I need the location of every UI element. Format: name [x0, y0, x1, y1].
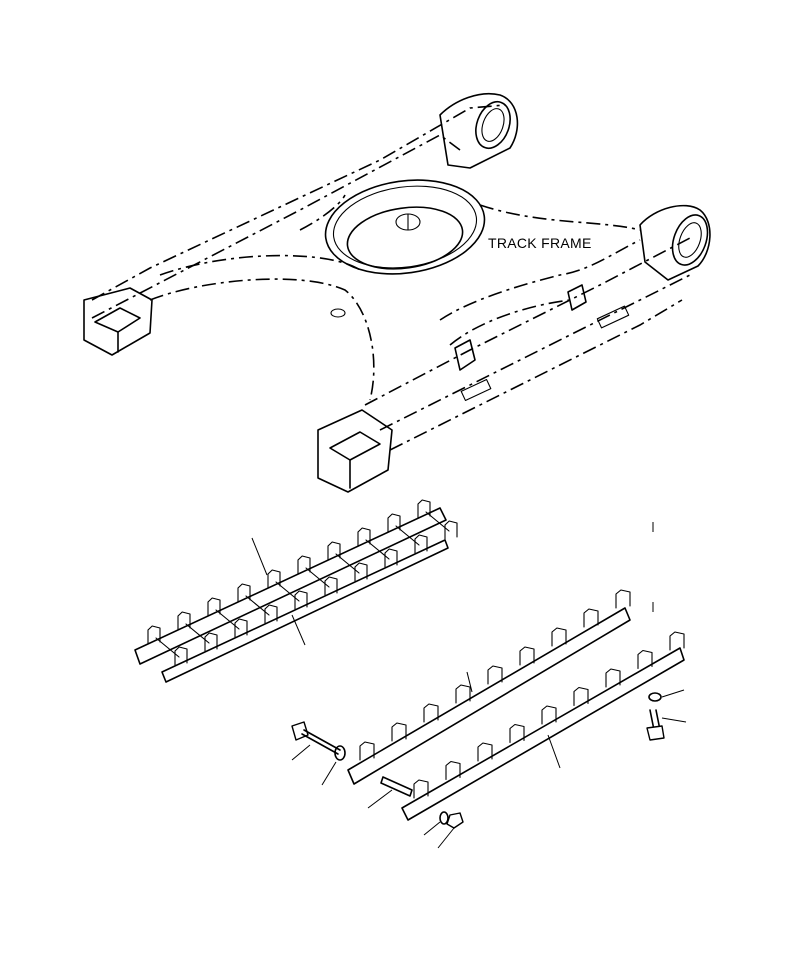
track-frame — [83, 92, 711, 493]
guard-tooth — [487, 665, 503, 685]
guard-tooth — [541, 705, 557, 725]
pin — [367, 776, 413, 809]
guard-tooth — [357, 527, 371, 547]
guard-tooth — [147, 625, 161, 645]
guard-tooth — [637, 649, 653, 670]
washer — [321, 745, 346, 786]
side-bolt — [646, 709, 687, 741]
track-frame-label: TRACK FRAME — [488, 235, 592, 251]
guard-rung — [335, 553, 360, 574]
guard-tooth — [519, 646, 535, 666]
track-guard-assembly — [134, 499, 458, 683]
guard-rung — [365, 539, 390, 560]
guard-tooth — [417, 499, 431, 519]
track-guard-right — [401, 631, 685, 821]
guard-tooth — [605, 668, 621, 688]
guard-tooth — [509, 723, 525, 744]
guard-rung — [305, 567, 330, 588]
guard-tooth — [294, 590, 308, 610]
guard-tooth — [234, 618, 248, 638]
guard-tooth — [207, 597, 221, 617]
guard-tooth — [297, 555, 311, 575]
guard-rung — [155, 637, 180, 658]
long-bolt — [291, 721, 341, 761]
guard-tooth — [414, 534, 428, 554]
guard-tooth — [477, 742, 493, 762]
guard-tooth — [237, 583, 251, 603]
guard-tooth — [444, 520, 458, 540]
guard-rung — [425, 511, 450, 532]
guard-rung — [275, 581, 300, 602]
guard-tooth — [573, 686, 589, 707]
guard-teeth — [413, 631, 685, 799]
guard-tooth — [384, 548, 398, 568]
guard-tooth — [177, 611, 191, 631]
guard-tooth — [264, 604, 278, 624]
guard-tooth — [413, 779, 429, 799]
lock-washer — [423, 811, 449, 836]
nut — [437, 812, 464, 849]
guard-tooth — [391, 722, 407, 742]
guard-rung — [215, 609, 240, 630]
guard-rung — [395, 525, 420, 546]
guard-rung — [185, 623, 210, 644]
guard-teeth — [147, 499, 458, 666]
guard-tooth — [359, 741, 375, 761]
guard-tooth — [551, 627, 567, 647]
guard-tooth — [387, 513, 401, 533]
guard-tooth — [204, 632, 218, 652]
guard-tooth — [669, 631, 685, 651]
guard-tooth — [267, 569, 281, 589]
side-washer — [648, 689, 685, 702]
guard-teeth — [359, 589, 631, 761]
track-guard-left — [347, 589, 631, 785]
guard-tooth — [423, 703, 439, 723]
guard-tooth — [324, 576, 338, 596]
guard-tooth — [615, 589, 631, 609]
guard-tooth — [354, 562, 368, 582]
guard-tooth — [445, 760, 461, 781]
guard-tooth — [583, 608, 599, 628]
guard-tooth — [174, 646, 188, 666]
guard-tooth — [327, 541, 341, 561]
guard-tooth — [455, 684, 471, 704]
guard-rung — [245, 595, 270, 616]
